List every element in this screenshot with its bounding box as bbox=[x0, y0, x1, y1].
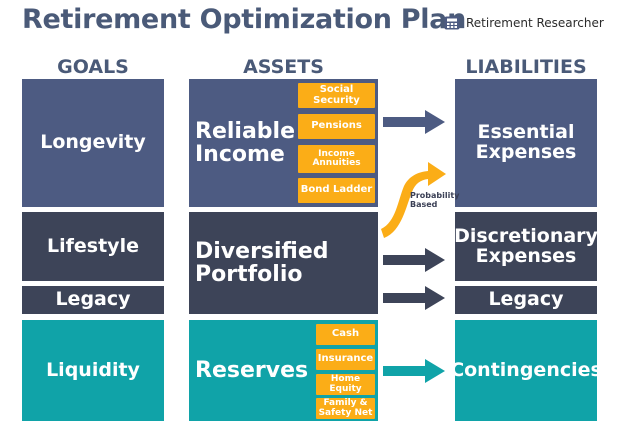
assets-heading: ASSETS bbox=[243, 56, 324, 78]
goals-heading: GOALS bbox=[57, 56, 129, 78]
liability-discretionary-expenses-label: Discretionary Expenses bbox=[454, 224, 598, 267]
liability-essential-expenses-label: Essential Expenses bbox=[475, 121, 577, 163]
goal-liquidity: Liquidity bbox=[22, 320, 164, 421]
reserve-family-safety-net: Family & Safety Net bbox=[316, 398, 375, 419]
asset-reliable-income-label: Reliable Income bbox=[195, 118, 295, 167]
income-source-pensions: Pensions bbox=[298, 114, 375, 139]
liability-contingencies: Contingencies bbox=[450, 320, 602, 421]
brand-logo: Retirement Researcher bbox=[444, 16, 604, 30]
arrow-portfolio-to-discretionary bbox=[383, 248, 445, 272]
asset-reserves-label: Reserves bbox=[195, 357, 309, 383]
income-source-social-security: Social Security bbox=[298, 83, 375, 108]
goal-longevity: Longevity bbox=[22, 79, 164, 207]
arrow-portfolio-to-legacy bbox=[383, 286, 445, 310]
goal-lifestyle-label: Lifestyle bbox=[47, 234, 139, 257]
goal-lifestyle: Lifestyle bbox=[22, 212, 164, 281]
arrow-probability-based bbox=[381, 162, 446, 238]
liability-essential-expenses: Essential Expenses bbox=[455, 79, 597, 207]
arrow-reliable-income-to-essential bbox=[383, 110, 445, 134]
income-source-bond-ladder: Bond Ladder bbox=[298, 178, 375, 203]
probability-based-note: Probability Based bbox=[410, 191, 460, 210]
brand-label: Retirement Researcher bbox=[466, 16, 604, 30]
reserve-cash: Cash bbox=[316, 324, 375, 345]
liability-contingencies-label: Contingencies bbox=[450, 358, 602, 381]
page-title: Retirement Optimization Plan bbox=[22, 4, 467, 35]
goal-legacy-label: Legacy bbox=[55, 288, 131, 311]
goal-longevity-label: Longevity bbox=[40, 131, 146, 154]
liability-legacy-label: Legacy bbox=[488, 288, 564, 311]
reserve-insurance: Insurance bbox=[316, 349, 375, 370]
asset-diversified-portfolio: Diversified Portfolio bbox=[189, 212, 378, 314]
liabilities-heading: LIABILITIES bbox=[465, 56, 587, 78]
income-source-income-annuities: Income Annuities bbox=[298, 145, 375, 173]
arrow-reserves-to-contingencies bbox=[383, 359, 445, 383]
reserve-home-equity: Home Equity bbox=[316, 374, 375, 395]
liability-discretionary-expenses: Discretionary Expenses bbox=[454, 212, 598, 281]
goal-legacy: Legacy bbox=[22, 286, 164, 314]
calculator-icon bbox=[444, 16, 460, 30]
asset-diversified-portfolio-label: Diversified Portfolio bbox=[195, 238, 329, 287]
liability-legacy: Legacy bbox=[455, 286, 597, 314]
asset-reserves: Reserves bbox=[189, 320, 378, 421]
goal-liquidity-label: Liquidity bbox=[46, 358, 140, 381]
